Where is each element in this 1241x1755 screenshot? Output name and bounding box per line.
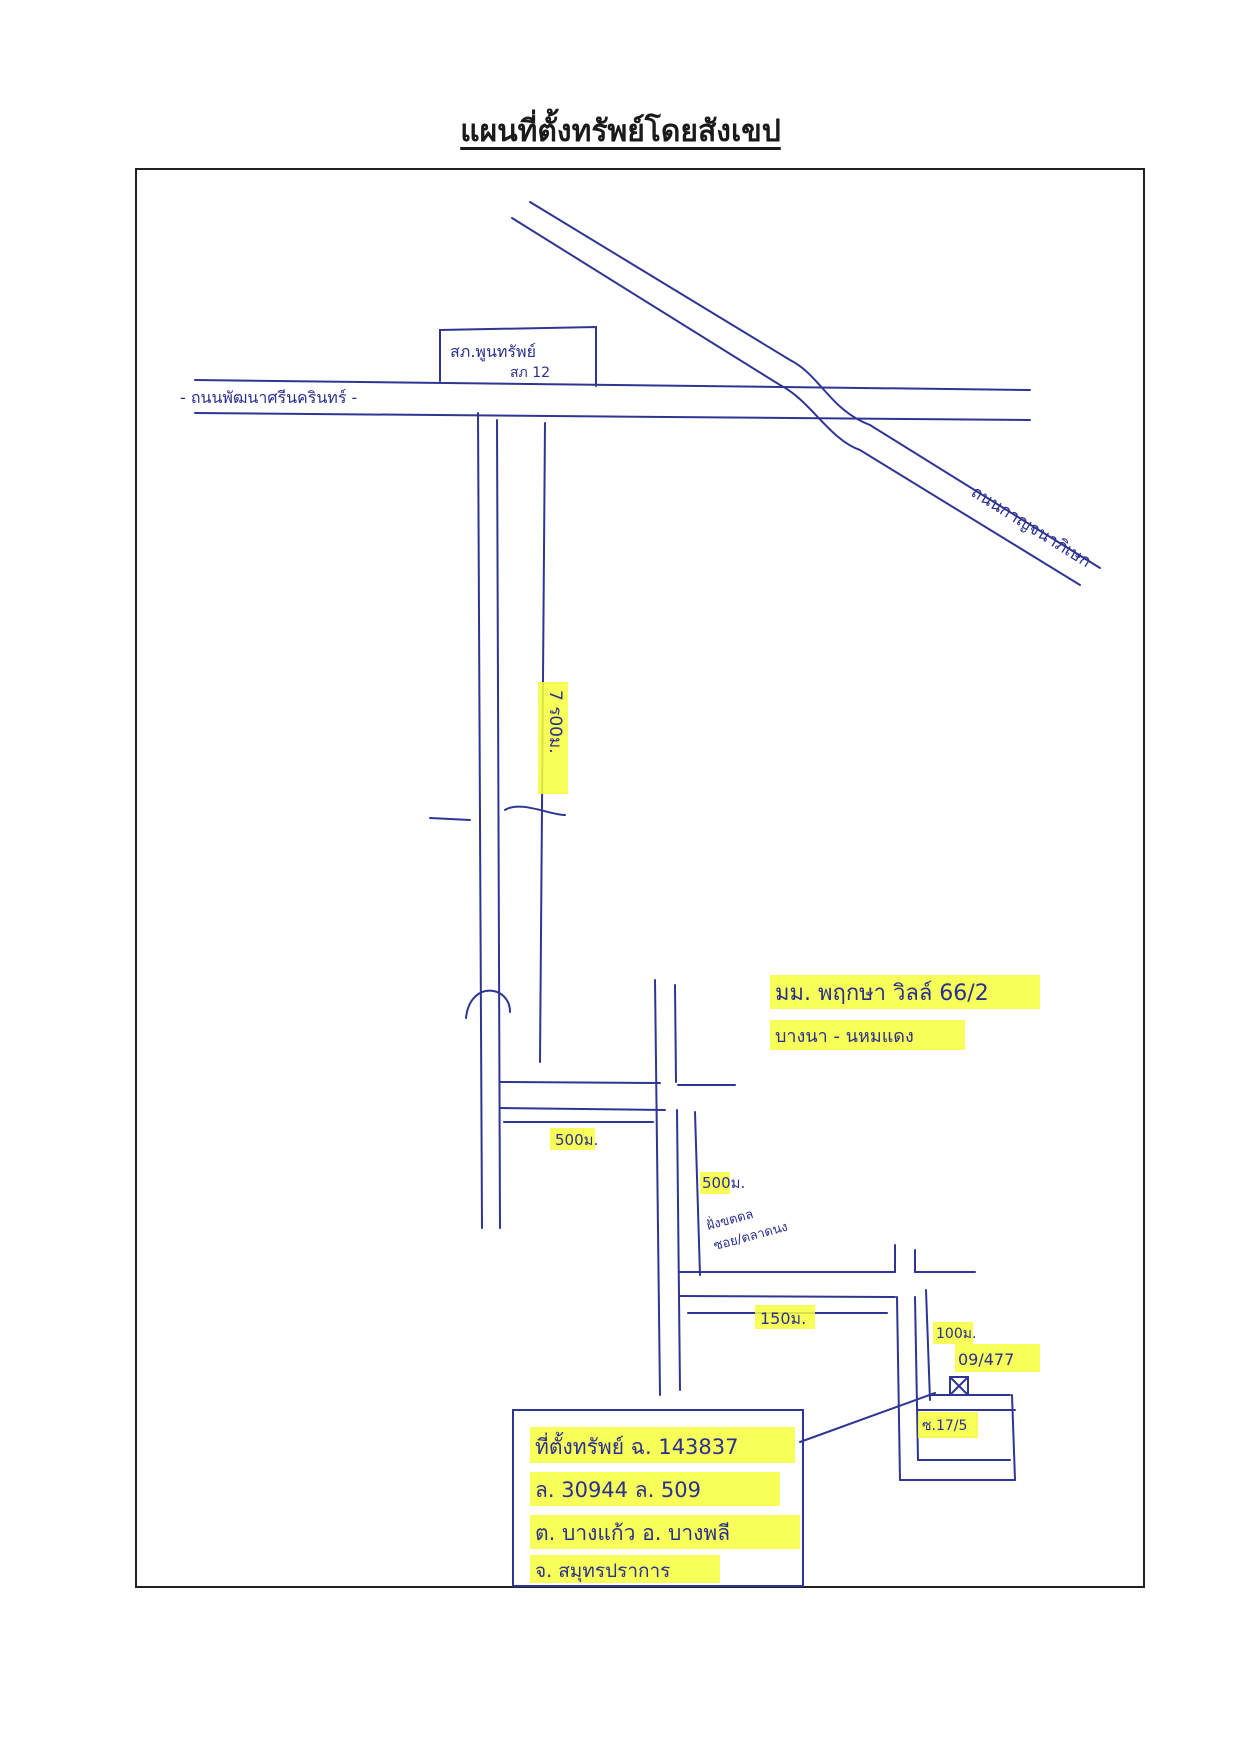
arrow-500b [694,1111,701,1276]
vertical-road-left-edge [477,412,483,1229]
road-break-icon [429,805,566,821]
diagonal-road-edge-a [529,201,1101,569]
main-road-label: - ถนนพัฒนาศรีนครินทร์ - [180,388,357,407]
main-road-top-edge [194,379,1031,391]
village-label-1: มม. พฤกษา วิลล์ 66/2 [775,981,989,1006]
page-title: แผนที่ตั้งทรัพย์โดยสังเขป [460,114,781,149]
property-box [512,1409,804,1587]
branch2-top-stub [674,984,677,1083]
branch1-bottom-edge [499,1107,666,1111]
vertical-road-right-edge [496,419,501,1229]
village-label-2: บางนา - นหมแดง [775,1026,914,1047]
branch1-top-edge [499,1081,661,1084]
soi-label: ซ.17/5 [922,1418,967,1434]
soi-inner-v [1011,1394,1016,1481]
property-marker [949,1376,969,1396]
branch2-right-edge [676,1109,681,1391]
main-road-bottom-edge [194,412,1031,421]
distance-500a-label: 500ม. [555,1131,598,1149]
branch3-bottom-edge [679,1295,896,1298]
distance-150-label: 150ม. [760,1309,806,1328]
police-station-label-2: สภ 12 [510,365,550,381]
branch2-left-edge [654,979,661,1396]
property-connector [799,1392,936,1443]
distance-100-label: 100ม. [936,1326,976,1342]
diagonal-road-edge-b [511,217,1081,586]
distance-500b-label: 500ม. [702,1174,745,1192]
u-turn-icon [465,989,511,1019]
property-label-4: จ. สมุทรปราการ [535,1560,670,1583]
police-station-box [439,325,597,387]
distance-7km-label: 7 ร00ม. [545,690,565,754]
property-label-3: ต. บางแก้ว อ. บางพลี [535,1521,730,1545]
police-station-label-1: สภ.พูนทรัพย์ [450,342,536,362]
arrow-100 [925,1289,931,1401]
property-label-1: ที่ตั้งทรัพย์ ฉ. 143837 [535,1432,739,1459]
soi-right-edge [914,1296,919,1461]
property-label-2: ล. 30944 ล. 509 [535,1478,701,1502]
soi-left-edge [896,1296,901,1481]
house-number-label: 09/477 [958,1350,1014,1369]
